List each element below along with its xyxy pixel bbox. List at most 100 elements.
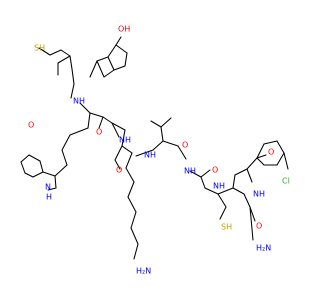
atom-label-cl1: Cl <box>282 177 290 186</box>
bond-16 <box>113 65 126 71</box>
bond-25 <box>61 134 71 151</box>
bond-14 <box>103 69 115 78</box>
bond-46 <box>127 196 137 213</box>
bond-51 <box>152 140 164 151</box>
bond-7 <box>57 55 71 64</box>
bond-40 <box>114 145 123 161</box>
bond-56 <box>160 117 172 128</box>
bond-68 <box>256 154 267 159</box>
atom-label-o6: O <box>268 148 274 157</box>
bond-72 <box>276 140 285 154</box>
bond-23 <box>111 122 120 138</box>
atom-label-nh1: NH <box>73 97 85 106</box>
bond-55 <box>150 120 162 128</box>
atom-label-o2: O <box>96 128 102 137</box>
atom-label-o3: O <box>116 166 122 175</box>
atom-label-sh1: SH <box>34 44 45 53</box>
atom-label-nh2: NH <box>119 136 131 145</box>
atom-label-nh4: NH <box>184 167 196 176</box>
atom-label-nh5: NH <box>213 182 225 191</box>
atom-label-o4: O <box>182 141 188 150</box>
bond-35 <box>54 175 57 189</box>
bond-57 <box>189 170 202 178</box>
bond-1 <box>38 47 51 56</box>
bond-73 <box>276 152 285 166</box>
bond-65 <box>232 174 236 189</box>
bond-42 <box>121 145 133 154</box>
bond-29 <box>32 171 44 178</box>
bond-44 <box>125 167 135 183</box>
atom-label-amide-h2n: H₂N <box>256 244 271 253</box>
bond-37 <box>98 116 104 129</box>
bond-52 <box>162 140 179 147</box>
bond-53 <box>177 145 187 160</box>
bond-39 <box>121 129 126 147</box>
bond-61 <box>217 193 227 208</box>
bond-18 <box>115 44 128 54</box>
atom-label-sh2: SH <box>221 223 232 232</box>
bond-21 <box>89 112 104 118</box>
bond-11 <box>107 44 117 58</box>
atom-label-layer: SH OH NH O O NH H N O NH O NH O NH O NH … <box>28 25 290 276</box>
bond-78 <box>249 206 256 222</box>
atom-label-oh1: OH <box>118 25 130 34</box>
bond-4 <box>69 55 73 70</box>
atom-label-indole-n: N <box>45 183 51 192</box>
bond-15 <box>96 60 105 78</box>
bond-24 <box>69 127 89 136</box>
bond-layer <box>20 36 289 260</box>
bond-79 <box>249 206 254 241</box>
bond-49 <box>133 243 139 260</box>
bond-3 <box>60 49 71 57</box>
bond-12 <box>115 36 122 46</box>
bond-13 <box>107 56 115 71</box>
atom-label-nh6: NH <box>253 190 265 199</box>
bond-33 <box>28 154 41 162</box>
bond-5 <box>71 68 75 85</box>
atom-label-o1: O <box>28 121 34 130</box>
bond-30 <box>24 172 34 178</box>
bond-45 <box>127 181 135 198</box>
bond-54 <box>160 126 164 142</box>
bond-41 <box>114 159 121 170</box>
atom-label-indole-h: H <box>46 193 52 202</box>
bond-66 <box>234 168 248 176</box>
bond-17 <box>124 52 128 67</box>
bond-71 <box>263 140 278 145</box>
bond-60 <box>204 187 219 195</box>
bond-31 <box>20 161 26 174</box>
bond-50 <box>135 149 154 157</box>
bond-69 <box>246 168 253 183</box>
bond-10 <box>96 56 109 62</box>
bond-64 <box>232 187 245 195</box>
bond-43 <box>125 152 133 169</box>
bond-58 <box>200 169 211 178</box>
atom-label-nh3: NH <box>144 151 156 160</box>
bond-9 <box>89 60 98 78</box>
bond-63 <box>217 187 234 195</box>
bond-70 <box>256 143 265 159</box>
bond-47 <box>130 211 137 229</box>
bond-34 <box>39 160 44 173</box>
bond-59 <box>200 176 206 189</box>
bond-62 <box>219 206 227 220</box>
bond-75 <box>256 157 265 166</box>
bond-2 <box>49 49 62 56</box>
bond-48 <box>130 227 139 245</box>
atom-label-o5: O <box>212 166 218 175</box>
bond-28 <box>42 171 56 177</box>
bond-22 <box>102 116 113 124</box>
bond-38 <box>111 122 126 131</box>
atom-label-o7: O <box>256 222 262 231</box>
bond-77 <box>243 193 251 208</box>
bond-20 <box>87 112 91 129</box>
bond-36 <box>47 187 57 191</box>
bond-76 <box>283 152 289 170</box>
bond-26 <box>61 149 68 166</box>
atom-label-amine-h2n: H₂N <box>136 267 151 276</box>
bond-6 <box>70 83 75 99</box>
bond-19 <box>79 102 91 114</box>
structure-diagram: SH OH NH O O NH H N O NH O NH O NH O NH … <box>20 25 290 276</box>
bond-27 <box>54 164 68 177</box>
bond-32 <box>20 154 30 163</box>
